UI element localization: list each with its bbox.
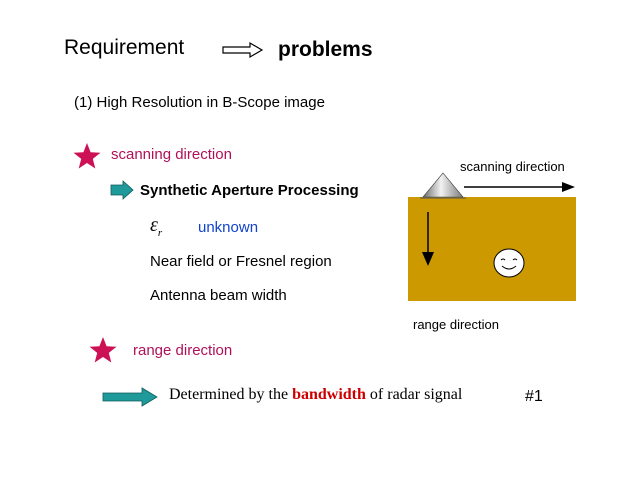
implies-arrow-icon <box>222 41 264 59</box>
beam-width-item: Antenna beam width <box>150 287 287 304</box>
scan-direction-arrow <box>464 182 575 192</box>
title-problems: problems <box>278 38 373 61</box>
ground-area <box>408 197 576 301</box>
bandwidth-keyword: bandwidth <box>292 386 366 403</box>
near-field-item: Near field or Fresnel region <box>150 253 332 270</box>
unknown-label: unknown <box>198 219 259 236</box>
title-requirement: Requirement <box>64 36 185 59</box>
slide-number: #1 <box>525 388 543 405</box>
scanning-direction-label: scanning direction <box>111 146 232 163</box>
diagram-scanning-label: scanning direction <box>460 159 565 174</box>
subtitle: (1) High Resolution in B-Scope image <box>74 94 325 111</box>
range-direction-label: range direction <box>133 342 233 359</box>
block-arrow-icon-bandwidth <box>102 387 158 407</box>
star-icon-range <box>89 337 117 363</box>
bandwidth-statement: Determined by the bandwidth of radar sig… <box>169 386 463 403</box>
antenna-cone-icon <box>420 172 466 199</box>
star-icon-scanning <box>73 143 101 169</box>
range-direction-arrow <box>422 212 434 266</box>
block-arrow-icon-sap <box>110 180 134 200</box>
epsilon-r-symbol: εr <box>150 214 163 239</box>
smiley-target-icon <box>493 248 525 278</box>
diagram-range-label: range direction <box>413 317 499 332</box>
synthetic-aperture-heading: Synthetic Aperture Processing <box>140 182 359 199</box>
